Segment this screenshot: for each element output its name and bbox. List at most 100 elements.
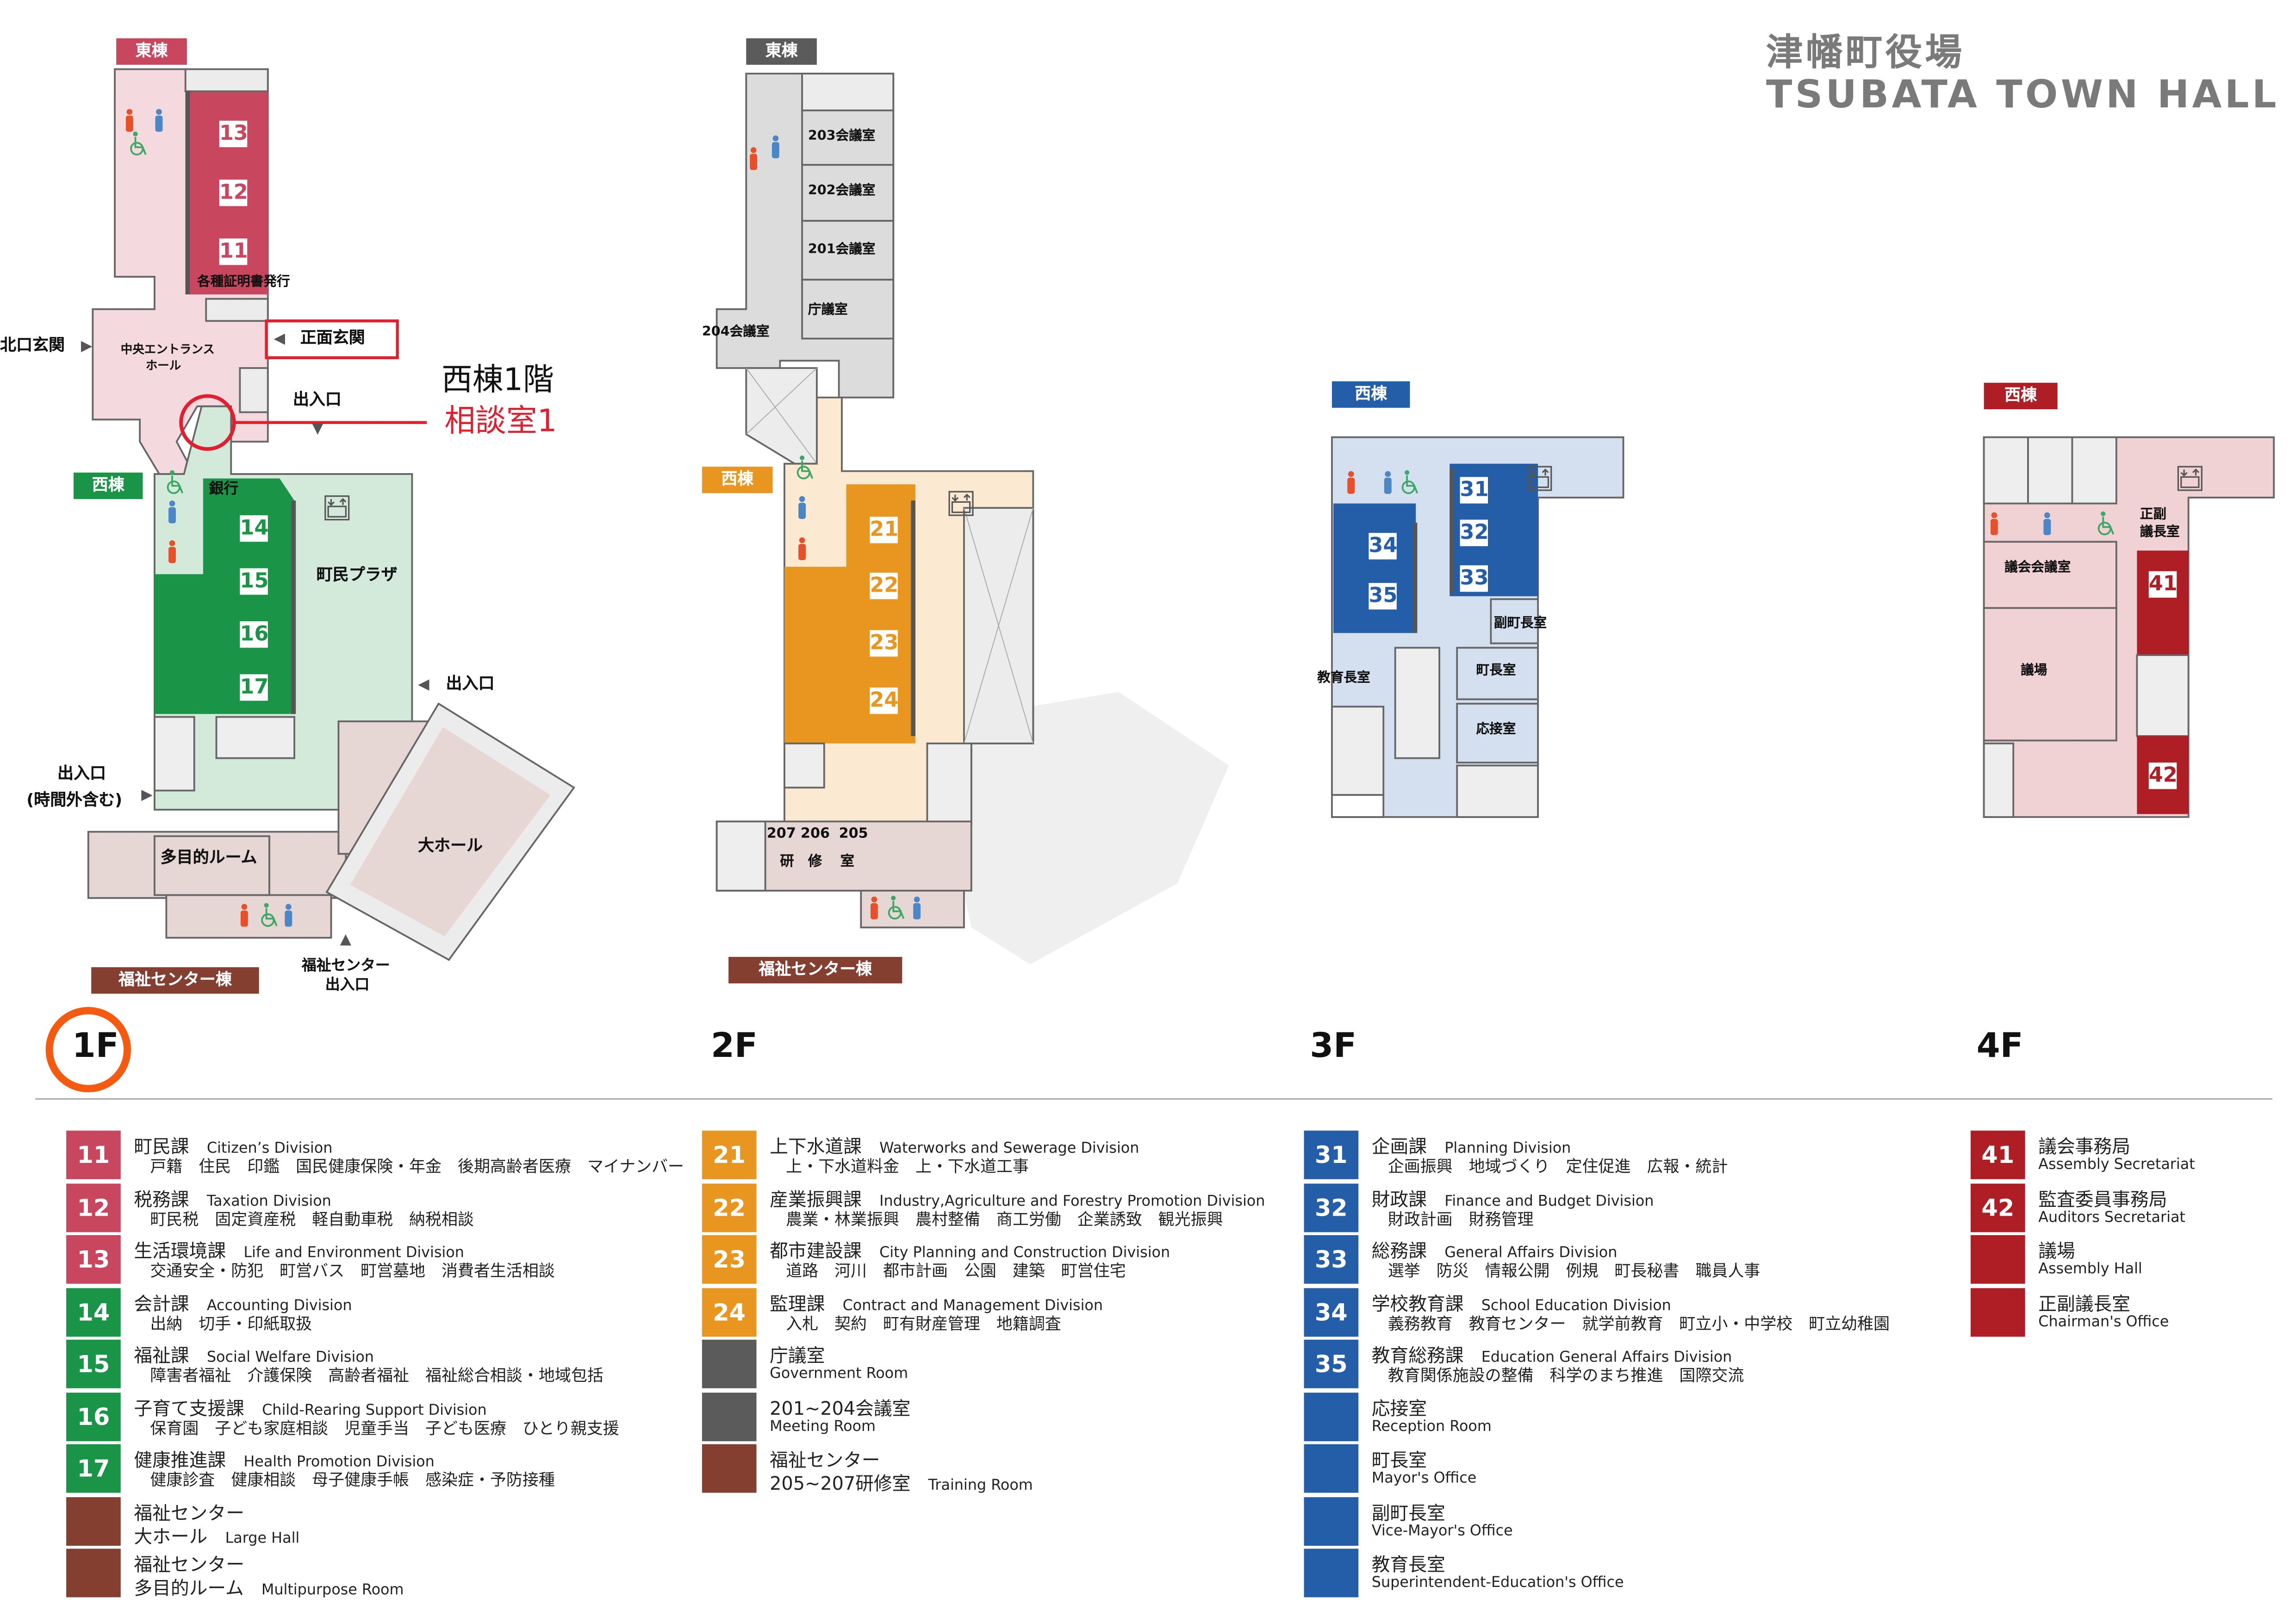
legend-number-badge: 15: [66, 1339, 121, 1388]
division-english-name: Taxation Division: [206, 1193, 331, 1210]
division-services: 義務教育 教育センター 就学前教育 町立小・中学校 町立幼稚園: [1388, 1314, 1890, 1333]
division-english-name: School Education Division: [1481, 1298, 1671, 1314]
room-name: 庁議室: [770, 1344, 825, 1367]
legend-number-badge: [66, 1549, 121, 1598]
legend-number-badge: 33: [1304, 1235, 1359, 1284]
room-number: 34: [1369, 533, 1397, 560]
legend-number-badge: 21: [702, 1131, 757, 1180]
legend-number-badge: 17: [66, 1444, 121, 1493]
arrow-left-icon: ◀: [274, 331, 285, 348]
legend-detail: 健康診査 健康相談 母子健康手帳 感染症・予防接種: [150, 1468, 555, 1491]
legend-number-badge: [1971, 1287, 2025, 1336]
division-name: 町民課: [134, 1135, 189, 1157]
legend-detail: 出納 切手・印紙取扱: [150, 1311, 312, 1335]
title-english: TSUBATA TOWN HALL: [1766, 74, 2279, 118]
men-restroom-icon: [168, 500, 176, 524]
legend-name: 副町長室: [1372, 1496, 1445, 1524]
division-name: 学校教育課: [1371, 1292, 1464, 1314]
large-hall-label: 大ホール: [418, 836, 483, 856]
room-name: 監査委員事務局: [2038, 1187, 2167, 1210]
arrow-right-icon: ▶: [81, 338, 93, 355]
division-english-name: Health Promotion Division: [243, 1454, 435, 1471]
room-block-34-35: [1333, 503, 1416, 633]
legend-number-badge: 34: [1304, 1287, 1359, 1336]
legend-number-badge: 24: [702, 1287, 757, 1336]
facility-name: 福祉センター: [134, 1553, 244, 1575]
division-english-name: City Planning and Construction Division: [879, 1245, 1170, 1262]
legend-name: 議場: [2038, 1235, 2075, 1263]
callout-room: 相談室1: [444, 403, 557, 439]
legend-detail: 保育園 子ども家庭相談 児童手当 子ども医療 ひとり親支援: [150, 1416, 619, 1439]
council-room-label: 議会会議室: [2004, 561, 2071, 576]
legend-detail: 義務教育 教育センター 就学前教育 町立小・中学校 町立幼稚園: [1388, 1311, 1890, 1335]
room-number: 17: [240, 674, 268, 701]
reception-room-label: 応接室: [1476, 723, 1516, 738]
legend-detail: Vice-Mayor's Office: [1372, 1520, 1513, 1539]
men-restroom-icon: [798, 496, 806, 519]
north-entrance-label: 北口玄関: [0, 336, 65, 355]
callout-title: 西棟1階: [442, 362, 554, 398]
silhouette-hall: [949, 692, 1229, 964]
women-restroom-icon: [240, 904, 248, 927]
room-number: 32: [1460, 519, 1489, 546]
arrow-right-icon: ▶: [141, 787, 153, 804]
legend-name: 監査委員事務局: [2038, 1183, 2167, 1211]
meeting-room-203: 203会議室: [808, 129, 876, 144]
men-restroom-icon: [155, 109, 163, 132]
room-name: 議会事務局: [2038, 1135, 2131, 1157]
room-number: 31: [1460, 477, 1489, 504]
legend-number-badge: [1304, 1549, 1359, 1598]
division-services: 教育関係施設の整備 科学のまち推進 国際交流: [1388, 1366, 1744, 1386]
legend-detail: Auditors Secretariat: [2038, 1206, 2185, 1225]
room-41: [2137, 550, 2189, 656]
legend-detail: 選挙 防災 情報公開 例規 町長秘書 職員人事: [1388, 1259, 1761, 1282]
room-number: 24: [870, 687, 898, 714]
central-hall-label: ホール: [145, 359, 181, 373]
west-wing-tag: 西棟: [1332, 381, 1410, 408]
legend-number-badge: 14: [66, 1287, 121, 1336]
legend-name: 福祉センター: [134, 1549, 244, 1576]
superintendent-office-label: 教育長室: [1317, 671, 1370, 686]
entrance-label: 出入口: [57, 764, 106, 783]
legend-detail: 障害者福祉 介護保険 高齢者福祉 福祉総合相談・地域包括: [150, 1363, 603, 1387]
legend-number-badge: 11: [66, 1131, 121, 1180]
division-services: 農業・林業振興 農村整備 商工労働 企業誘致 観光振興: [786, 1209, 1223, 1229]
legend-detail: Mayor's Office: [1372, 1468, 1477, 1487]
division-services: 企画振興 地域づくり 定住促進 広報・統計: [1388, 1157, 1728, 1176]
division-services: 上・下水道料金 上・下水道工事: [786, 1157, 1029, 1176]
division-name: 福祉課: [134, 1344, 189, 1367]
room-name: 教育長室: [1371, 1553, 1445, 1575]
vice-mayor-office-label: 副町長室: [1493, 617, 1547, 632]
arrow-left-icon: ◀: [418, 677, 429, 693]
west-wing-tag: 西棟: [74, 472, 143, 500]
legend-name: 庁議室: [770, 1340, 825, 1368]
legend-detail: 町民税 固定資産税 軽自動車税 納税相談: [150, 1206, 474, 1230]
legend-detail: Government Room: [770, 1363, 908, 1382]
chairman-office-label: 正副: [2140, 508, 2167, 523]
room-english-name: Meeting Room: [770, 1418, 876, 1435]
division-english-name: Industry,Agriculture and Forestry Promot…: [879, 1193, 1265, 1210]
room-block-21-24: [784, 484, 915, 743]
floor-3f-map: [1331, 436, 1624, 818]
room-english-name: Superintendent-Education's Office: [1371, 1575, 1624, 1592]
